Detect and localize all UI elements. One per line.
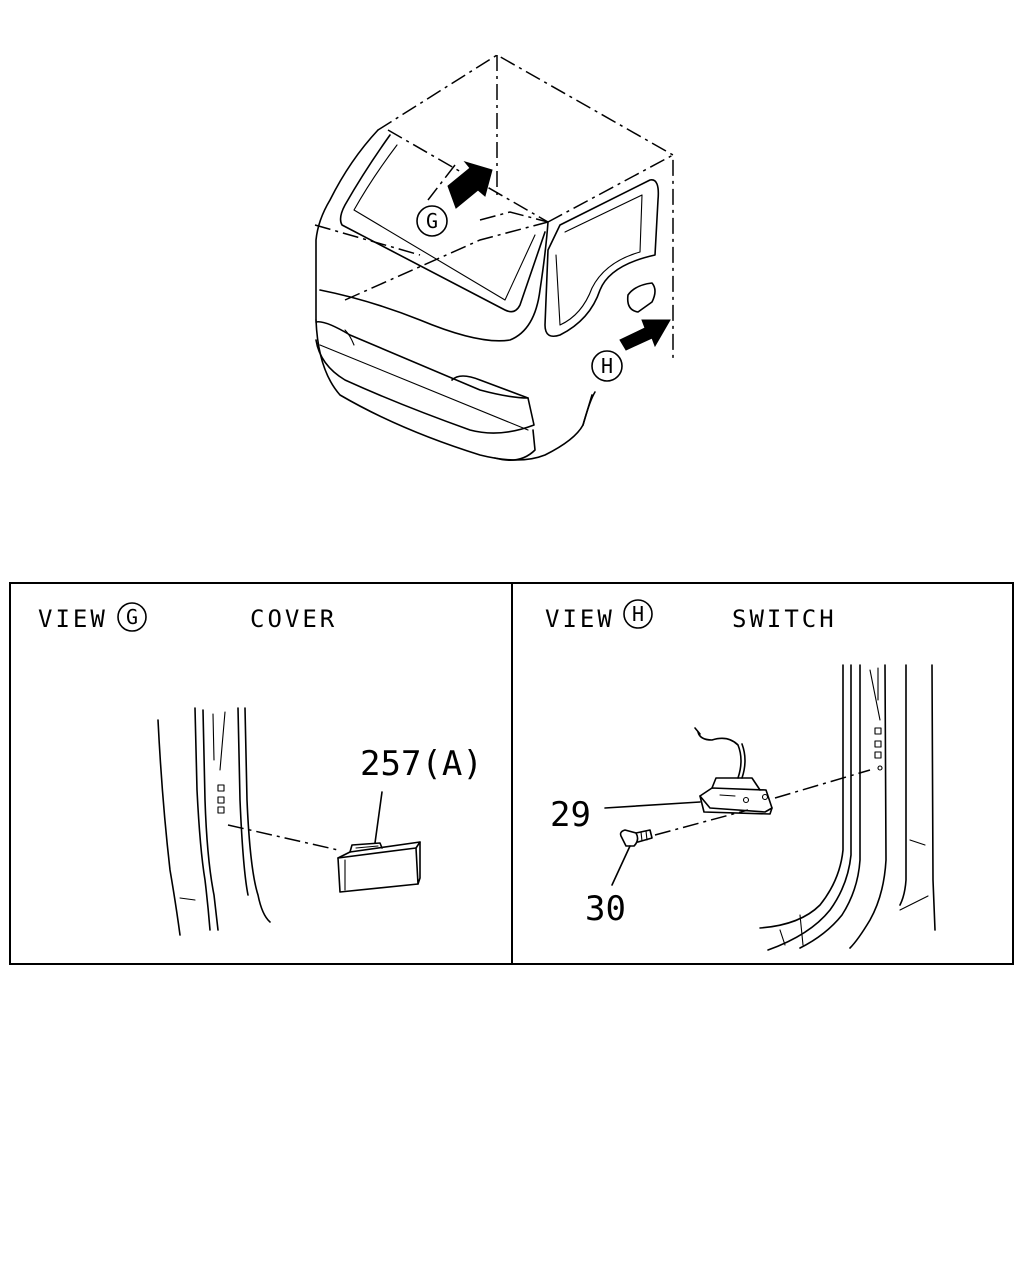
view-panels-frame (9, 582, 1014, 965)
door-switch-part (694, 727, 773, 815)
cover-part (337, 841, 421, 893)
callout-257a: 257(A) (360, 744, 483, 784)
bolt-part (619, 829, 653, 847)
panel-h-view-letter: H (632, 602, 644, 626)
marker-g-letter: G (426, 209, 438, 233)
panel-h-view-marker: H (623, 599, 653, 629)
callout-29: 29 (550, 795, 591, 835)
door-frame-h (759, 664, 936, 951)
truck-cab-illustration: G H (314, 54, 674, 461)
marker-h: H (591, 350, 623, 382)
panel-g-view-label: VIEW (38, 605, 108, 633)
callout-29-leader (604, 801, 701, 809)
callout-30-leader (611, 845, 631, 886)
arrow-to-view-g (447, 161, 493, 209)
arrow-to-view-h (619, 319, 671, 351)
panel-g-view-marker: G (117, 602, 147, 632)
panel-g-title: COVER (250, 605, 337, 633)
callout-257a-leader (374, 791, 383, 844)
marker-g: G (416, 205, 448, 237)
panel-g-view-letter: G (126, 605, 138, 629)
panel-view-g: VIEW G COVER (38, 602, 483, 936)
panel-view-h: VIEW H SWITCH (545, 599, 936, 951)
door-pillar-g (157, 707, 271, 936)
callout-30: 30 (585, 889, 626, 929)
panel-h-title: SWITCH (732, 605, 837, 633)
marker-h-letter: H (601, 354, 613, 378)
panel-h-view-label: VIEW (545, 605, 615, 633)
